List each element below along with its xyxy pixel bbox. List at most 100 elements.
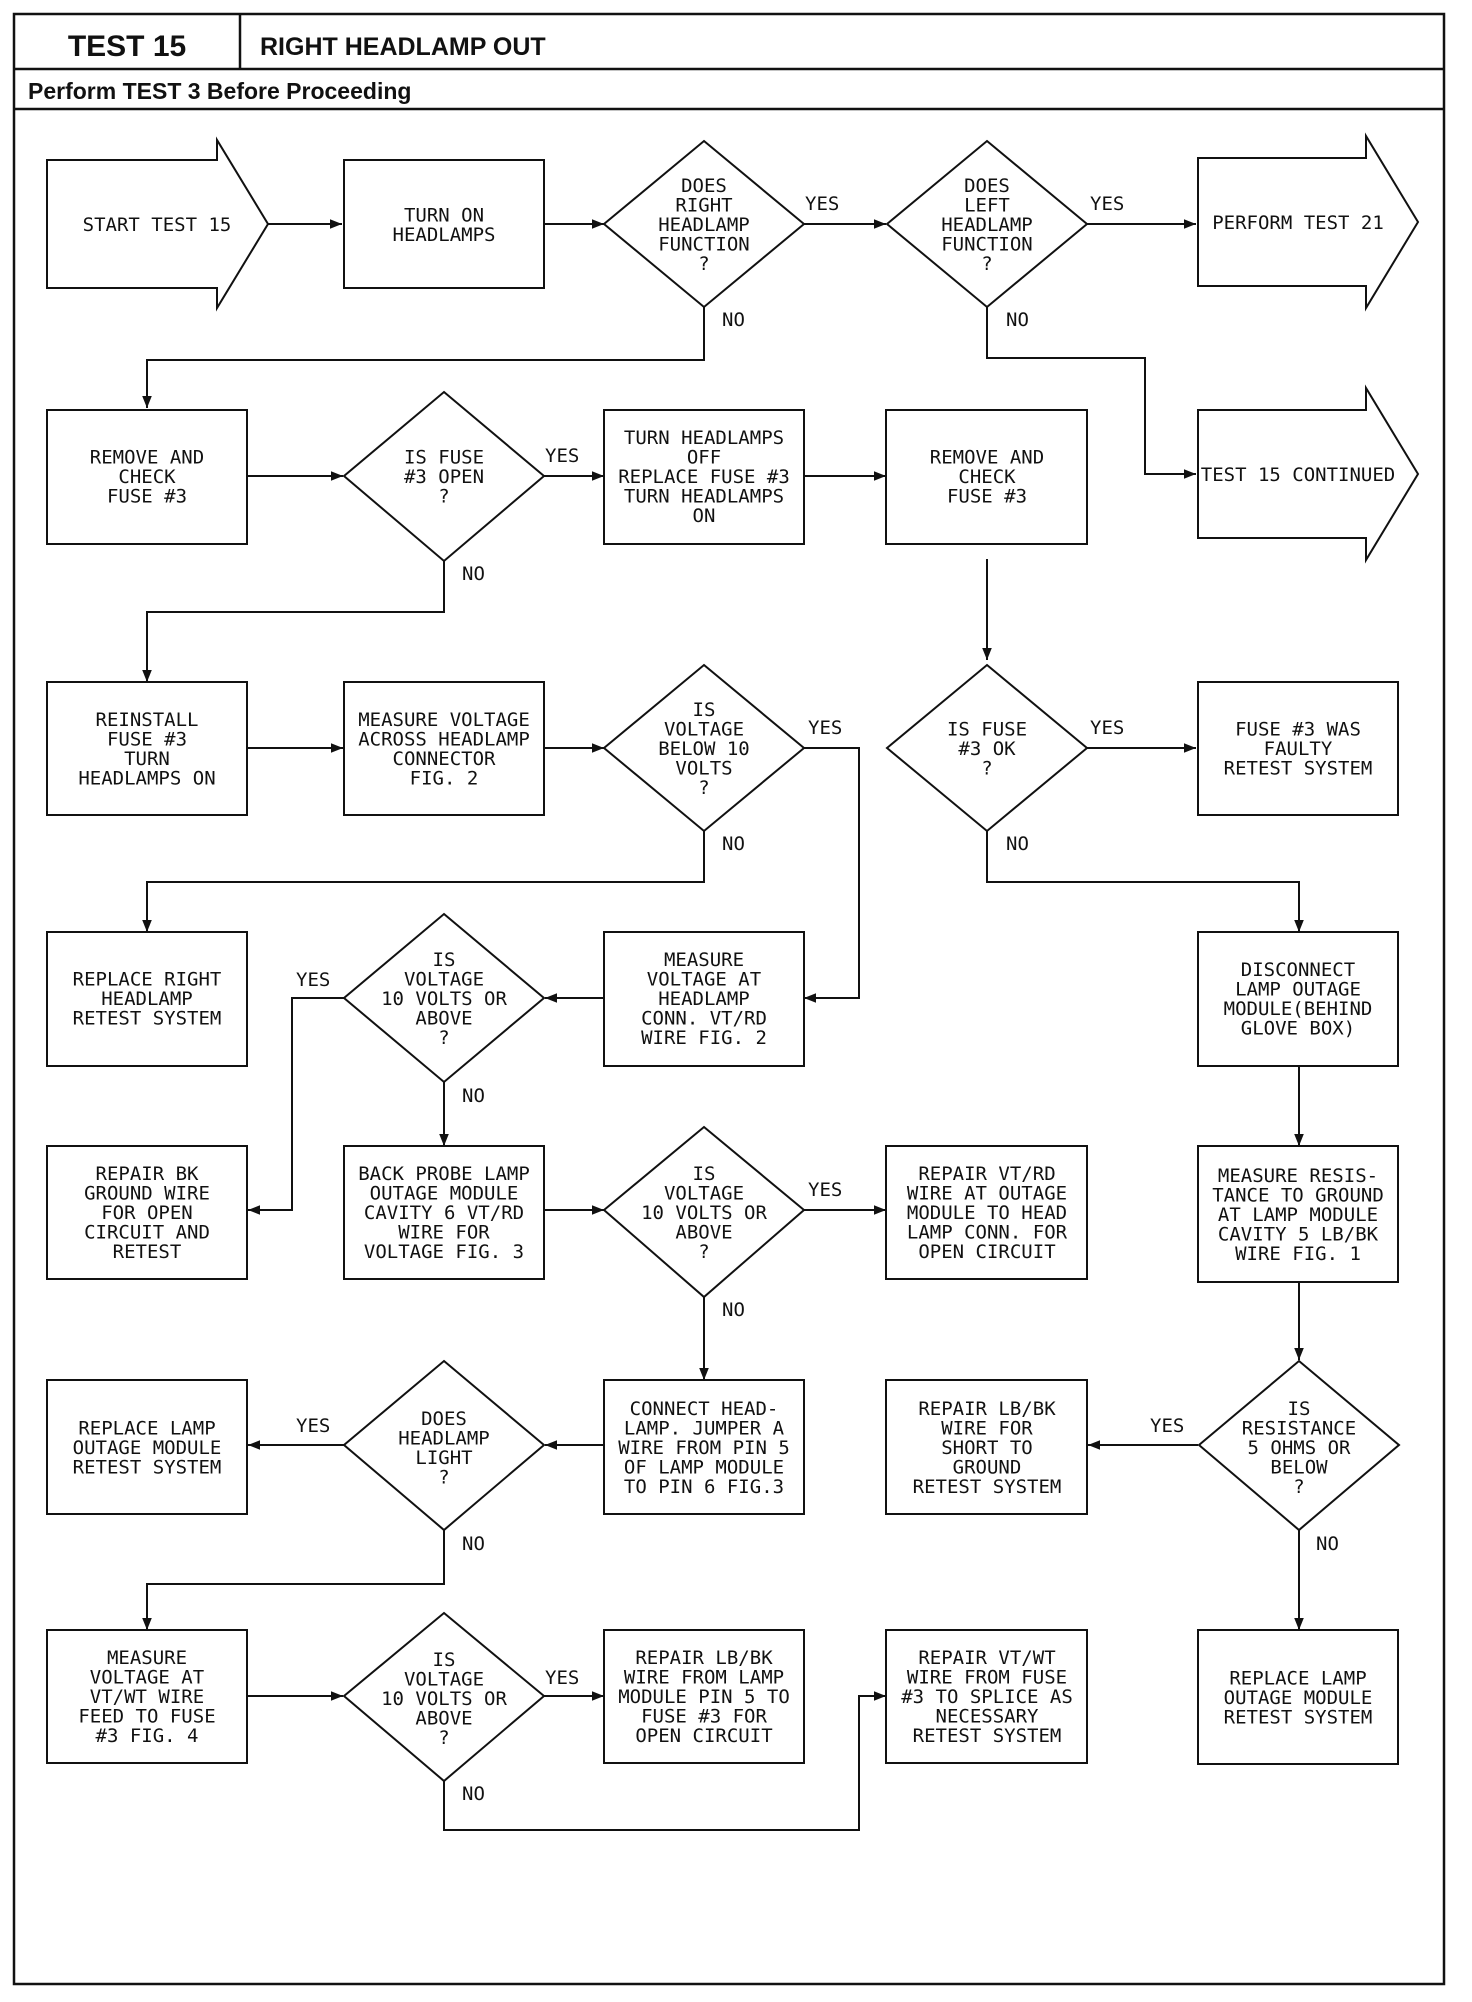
measure-across-box (343, 681, 545, 816)
edge-label-no: NO (1006, 309, 1029, 331)
node-text-line: RETEST (113, 1241, 182, 1263)
node-text-line: ? (438, 486, 449, 508)
turn-on-headlamps-box (343, 159, 545, 289)
node-text-line: IS (693, 1163, 716, 1185)
node-text-line: TURN (124, 748, 170, 770)
node-text-line: WIRE FROM FUSE (907, 1667, 1067, 1689)
node-text-line: TURN ON (404, 204, 484, 226)
resistance-decision (1197, 1359, 1401, 1532)
reinstall-fuse-box (46, 681, 248, 816)
node-text-line: WIRE FROM PIN 5 (618, 1437, 790, 1459)
node-text-line: CAVITY 6 VT/RD (364, 1202, 524, 1224)
node-text-line: FAULTY (1264, 738, 1333, 760)
node-text-line: AT LAMP MODULE (1218, 1204, 1378, 1226)
node-text-line: HEADLAMP (658, 214, 750, 236)
node-text-line: BACK PROBE LAMP (358, 1163, 530, 1185)
node-text-line: DISCONNECT (1241, 959, 1355, 981)
node-text-line: RETEST SYSTEM (73, 1008, 222, 1030)
node-text-line: LEFT (964, 195, 1010, 217)
perform21-label: PERFORM TEST 21 (1212, 212, 1384, 234)
fuse-open-decision (342, 390, 546, 563)
node-text-line: HEADLAMP (658, 988, 750, 1010)
node-text-line: OUTAGE MODULE (370, 1183, 519, 1205)
d-fuse-open-label: IS FUSE#3 OPEN? (404, 447, 484, 508)
node-text-line: WIRE AT OUTAGE (907, 1183, 1067, 1205)
node-text-line: WIRE FROM LAMP (624, 1667, 784, 1689)
node-text-line: REPLACE LAMP (78, 1418, 215, 1440)
node-text-line: IS FUSE (947, 719, 1027, 741)
node-text-line: #3 TO SPLICE AS (901, 1686, 1073, 1708)
node-text-line: ? (438, 1027, 449, 1049)
node-text-line: 10 VOLTS OR (381, 1688, 507, 1710)
connector-lines (142, 219, 1304, 1831)
node-text-line: RIGHT (675, 195, 732, 217)
node-text-line: TEST 15 CONTINUED (1201, 464, 1395, 486)
node-text-line: REPAIR LB/BK (918, 1398, 1056, 1420)
test-number: TEST 15 (68, 30, 186, 63)
d-fuse-ok-label: IS FUSE#3 OK? (947, 719, 1027, 780)
back-probe-box (343, 1145, 545, 1280)
node-text-line: HEADLAMPS ON (78, 767, 215, 789)
fuse-ok-decision (885, 663, 1089, 833)
node-text-line: ? (981, 758, 992, 780)
start-label: START TEST 15 (83, 214, 232, 236)
node-text-line: IS (1288, 1398, 1311, 1420)
node-text-line: VOLTS (675, 758, 732, 780)
measure-conn-box (603, 931, 805, 1067)
node-text-line: MODULE PIN 5 TO (618, 1686, 790, 1708)
node-text-line: ? (438, 1466, 449, 1488)
node-text-line: HEADLAMP (941, 214, 1033, 236)
edge-label-no: NO (462, 1085, 485, 1107)
node-text-line: 5 OHMS OR (1248, 1437, 1352, 1459)
node-text-line: FOR OPEN (101, 1202, 193, 1224)
node-text-line: OUTAGE MODULE (73, 1437, 222, 1459)
node-text-line: PERFORM TEST 21 (1212, 212, 1384, 234)
node-text-line: FUNCTION (658, 234, 750, 256)
node-text-line: MODULE(BEHIND (1224, 998, 1373, 1020)
node-text-line: CIRCUIT AND (84, 1222, 210, 1244)
edge-label-yes: YES (545, 445, 579, 467)
edge-label-yes: YES (1150, 1415, 1184, 1437)
node-text-line: LIGHT (415, 1447, 472, 1469)
node-text-line: IS FUSE (404, 447, 484, 469)
node-text-line: VOLTAGE AT (647, 969, 761, 991)
repair-lbbk-short-box (885, 1379, 1088, 1515)
node-text-line: LAMP CONN. FOR (907, 1222, 1068, 1244)
node-text-line: IS (433, 949, 456, 971)
left-headlamp-decision (885, 139, 1089, 309)
node-text-line: VOLTAGE (664, 1183, 744, 1205)
node-text-line: FUSE #3 (947, 486, 1027, 508)
node-text-line: RETEST SYSTEM (1224, 758, 1373, 780)
node-text-line: MODULE TO HEAD (907, 1202, 1067, 1224)
node-text-line: ABOVE (675, 1222, 732, 1244)
node-text-line: ON (693, 505, 716, 527)
node-text-line: REINSTALL (96, 709, 199, 731)
perform-test21-arrow (1197, 132, 1420, 312)
node-text-line: CONN. VT/RD (641, 1008, 767, 1030)
node-text-line: TO PIN 6 FIG.3 (624, 1476, 784, 1498)
node-text-line: OUTAGE MODULE (1224, 1687, 1373, 1709)
node-text-line: WIRE FIG. 1 (1235, 1243, 1361, 1265)
measure-resistance-box (1197, 1145, 1399, 1283)
node-text-line: IS (693, 699, 716, 721)
node-text-line: OPEN CIRCUIT (635, 1725, 772, 1747)
test-title: RIGHT HEADLAMP OUT (260, 33, 546, 61)
node-text-line: MEASURE (664, 949, 744, 971)
node-text-line: ? (981, 253, 992, 275)
edge-label-no: NO (462, 563, 485, 585)
start-arrow (46, 136, 270, 312)
